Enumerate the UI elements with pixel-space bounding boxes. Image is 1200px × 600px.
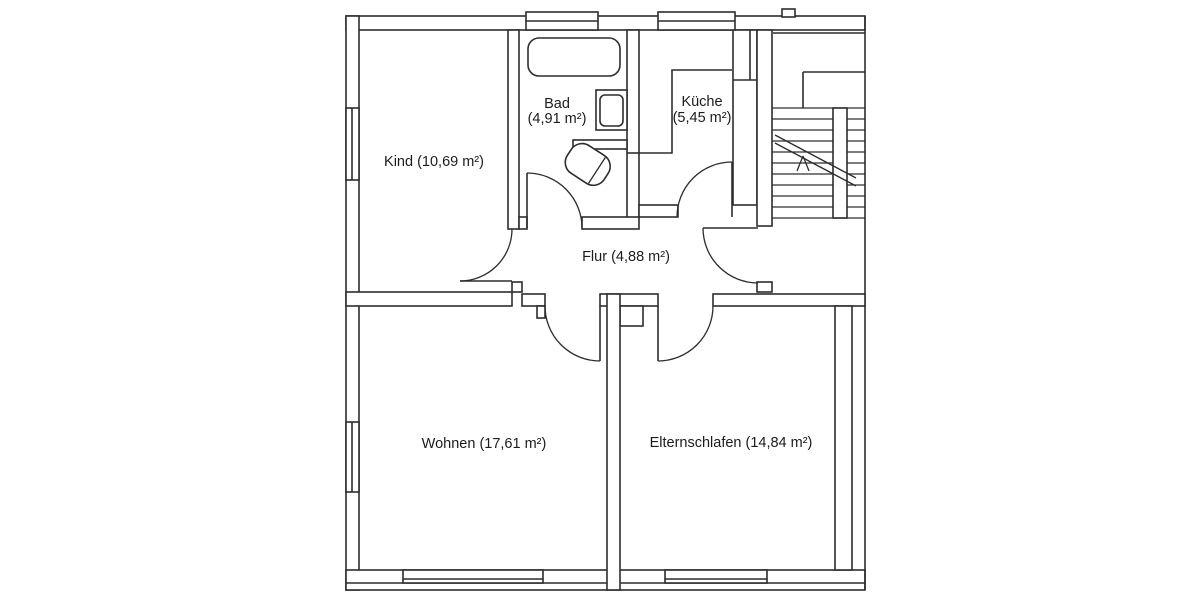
wall-kind-bad	[507, 29, 520, 230]
room-label-flur: Flur (4,88 m²)	[582, 249, 670, 265]
south-wall-kind	[345, 291, 513, 307]
kitchen-counter-icon	[639, 69, 732, 154]
wall-wohnen-eltern	[606, 293, 621, 591]
interior-walls	[345, 29, 866, 591]
flur-north-wall	[581, 216, 640, 230]
room-label-elternschlafen: Elternschlafen (14,84 m²)	[650, 435, 813, 451]
duct-kueche-east	[732, 29, 758, 206]
flur-north-stub	[518, 216, 528, 230]
wall-top	[345, 15, 866, 31]
wohnen-door-jamb	[536, 305, 546, 319]
wall-eltern-right	[834, 305, 853, 571]
stair-treads	[772, 107, 865, 219]
room-area-bad: (4,91 m²)	[528, 111, 587, 127]
stair-rail	[832, 107, 848, 219]
wohnen-door	[544, 305, 601, 362]
wall-stairwell	[756, 29, 773, 227]
doors	[459, 161, 759, 362]
kind-door-jamb	[511, 281, 523, 293]
room-labels: Kind (10,69 m²) Bad (4,91 m²) Küche (5,4…	[384, 94, 812, 452]
kueche-door	[676, 161, 733, 218]
room-area-kueche: (5,45 m²)	[673, 110, 732, 126]
fixtures	[527, 37, 732, 187]
toilet-partition	[572, 139, 628, 150]
room-label-bad: Bad	[544, 96, 570, 112]
room-label-kind: Kind (10,69 m²)	[384, 154, 484, 170]
toilet-icon	[564, 142, 611, 187]
elternschlafen-door	[657, 305, 714, 362]
south-wall-mid-west	[521, 293, 546, 307]
bathtub-icon	[527, 37, 621, 77]
staircase-icon	[772, 71, 865, 219]
south-wall-east	[712, 293, 866, 307]
windows	[345, 11, 768, 584]
chimney-bump	[781, 8, 796, 18]
kueche-south-wall	[638, 204, 679, 218]
wall-bad-kueche	[626, 29, 640, 219]
room-label-kueche: Küche	[681, 94, 722, 110]
entry-door-jamb	[756, 281, 773, 293]
bad-door	[526, 172, 583, 229]
entry-door	[702, 227, 759, 284]
eltern-bottom-window	[664, 569, 768, 584]
eltern-wall-notch	[619, 305, 644, 327]
sink-icon	[595, 89, 628, 131]
up-arrow	[774, 134, 857, 187]
kind-door	[459, 228, 513, 282]
wohnen-bottom-window	[402, 569, 544, 584]
room-label-wohnen: Wohnen (17,61 m²)	[422, 436, 547, 452]
